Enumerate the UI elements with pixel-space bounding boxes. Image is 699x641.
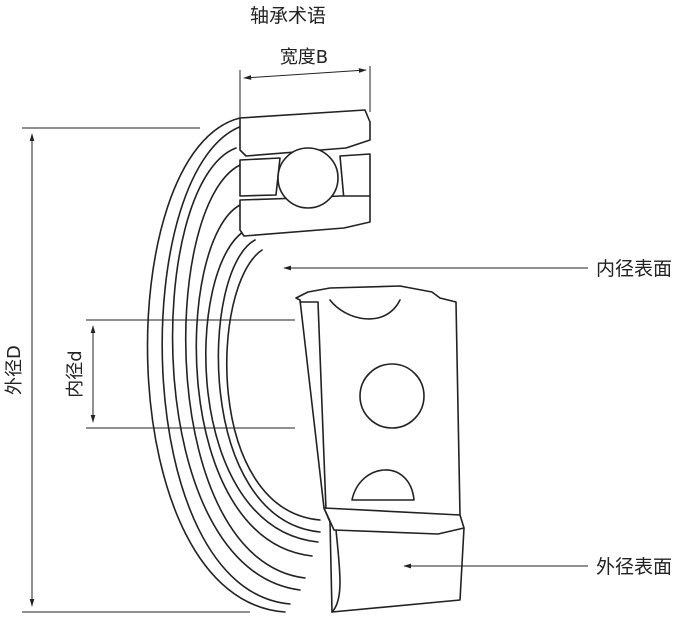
inner-diameter-dimension: 内径d — [65, 319, 295, 429]
outer-surface-label: 外径表面 — [596, 556, 672, 578]
inner-surface-label: 内径表面 — [596, 258, 672, 280]
outer-diameter-label: 外径D — [4, 345, 25, 395]
outer-diameter-dimension: 外径D — [4, 127, 250, 613]
inner-ring — [217, 239, 321, 533]
outer-ring — [146, 117, 319, 613]
inner-surface-callout: 内径表面 — [283, 258, 672, 280]
upper-ball — [277, 147, 339, 209]
width-label: 宽度B — [280, 47, 328, 68]
outer-surface-callout: 外径表面 — [403, 556, 672, 578]
diagram-title: 轴承术语 — [250, 5, 326, 27]
middle-ball — [359, 363, 425, 429]
lower-section — [295, 285, 465, 613]
width-dimension: 宽度B — [239, 47, 371, 118]
inner-diameter-label: 内径d — [65, 350, 86, 397]
upper-section — [239, 109, 371, 237]
